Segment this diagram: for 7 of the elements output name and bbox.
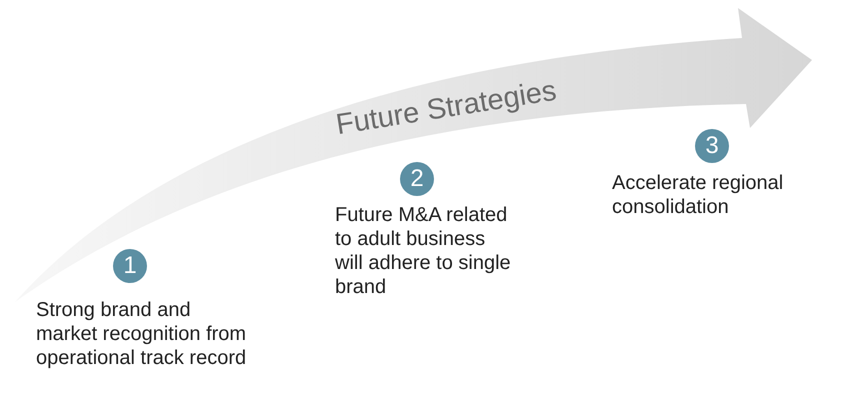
step-number: 1 (113, 249, 147, 283)
step-description: Accelerate regional consolidation (612, 171, 784, 219)
step-number: 3 (695, 129, 729, 163)
step-description: Future M&A related to adult business will adhere to single brand (335, 203, 511, 299)
arrow-title: Future Strategies (334, 74, 559, 142)
step-description: Strong brand and market recognition from operational track record (36, 298, 248, 370)
step-number: 2 (400, 162, 434, 196)
